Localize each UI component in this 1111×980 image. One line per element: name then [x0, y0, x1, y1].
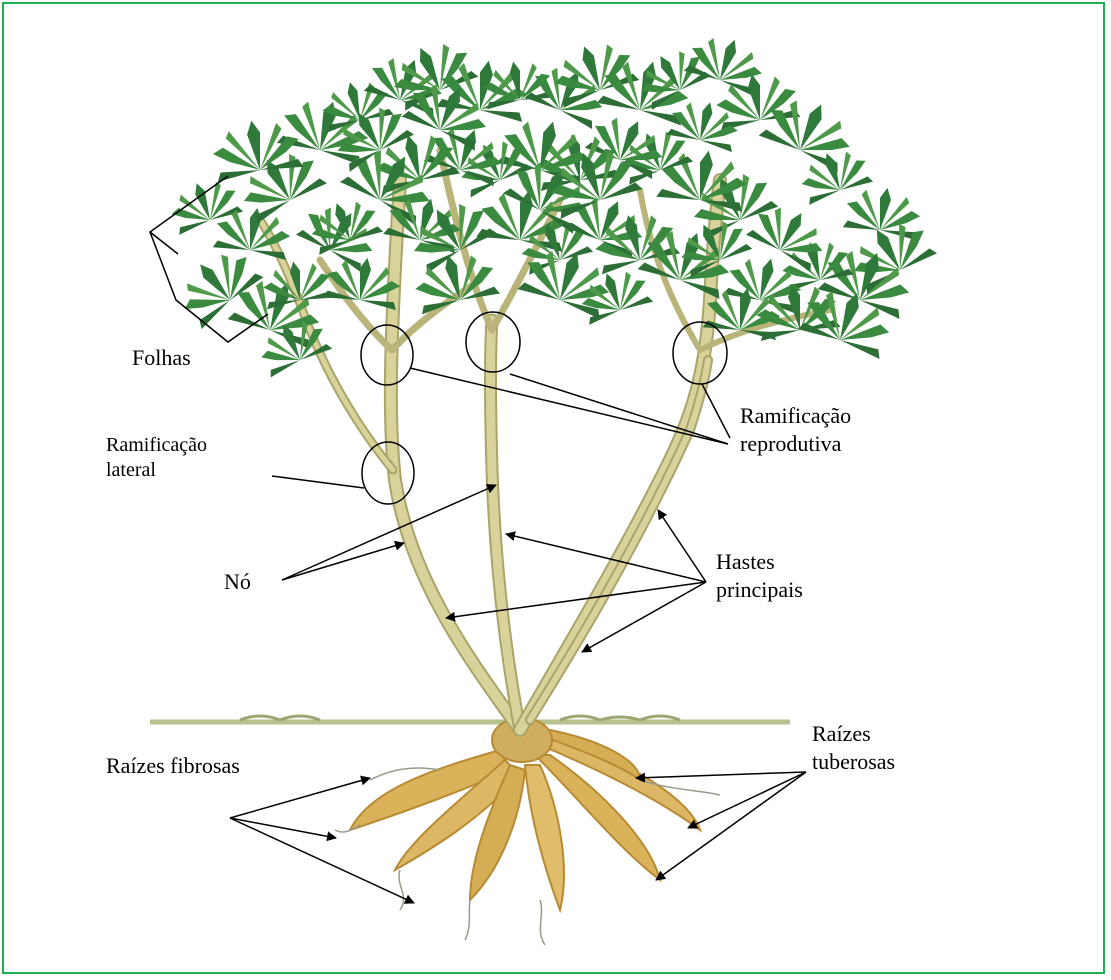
- leaf-cluster: [165, 172, 243, 235]
- leaf-cluster: [277, 90, 375, 165]
- label-ramificacao-lateral-line2: lateral: [106, 458, 207, 483]
- label-no: Nó: [224, 568, 251, 596]
- label-folhas: Folhas: [132, 344, 191, 372]
- label-ramificacao-lateral: Ramificação lateral: [106, 433, 207, 483]
- label-hastes-principais: Hastes principais: [716, 548, 803, 603]
- leaf-cluster: [843, 181, 924, 240]
- ground-line: [150, 716, 790, 722]
- leaf-cluster: [684, 161, 779, 241]
- leaf-cluster: [409, 245, 500, 315]
- label-raizes-tuberosas: Raízes tuberosas: [812, 720, 895, 775]
- label-raizes-fibrosas: Raízes fibrosas: [106, 752, 240, 780]
- label-hastes-principais-line2: principais: [716, 576, 803, 604]
- leaf-cluster: [795, 142, 873, 205]
- leaf-cluster: [208, 113, 303, 182]
- label-hastes-principais-line1: Hastes: [716, 548, 803, 576]
- label-ramificacao-reprodutiva: Ramificação reprodutiva: [740, 402, 851, 457]
- leaf-cluster: [712, 67, 800, 131]
- label-raizes-tuberosas-line2: tuberosas: [812, 748, 895, 776]
- leaf-canopy: [165, 27, 937, 377]
- leaf-cluster: [777, 233, 854, 292]
- label-ramificacao-reprodutiva-line1: Ramificação: [740, 402, 851, 430]
- label-raizes-tuberosas-line1: Raízes: [812, 720, 895, 748]
- tuberous-roots: [350, 718, 700, 910]
- leaf-cluster: [169, 238, 263, 329]
- label-ramificacao-lateral-line1: Ramificação: [106, 433, 207, 458]
- label-ramificacao-reprodutiva-line2: reprodutiva: [740, 430, 851, 458]
- leaf-cluster: [746, 194, 834, 271]
